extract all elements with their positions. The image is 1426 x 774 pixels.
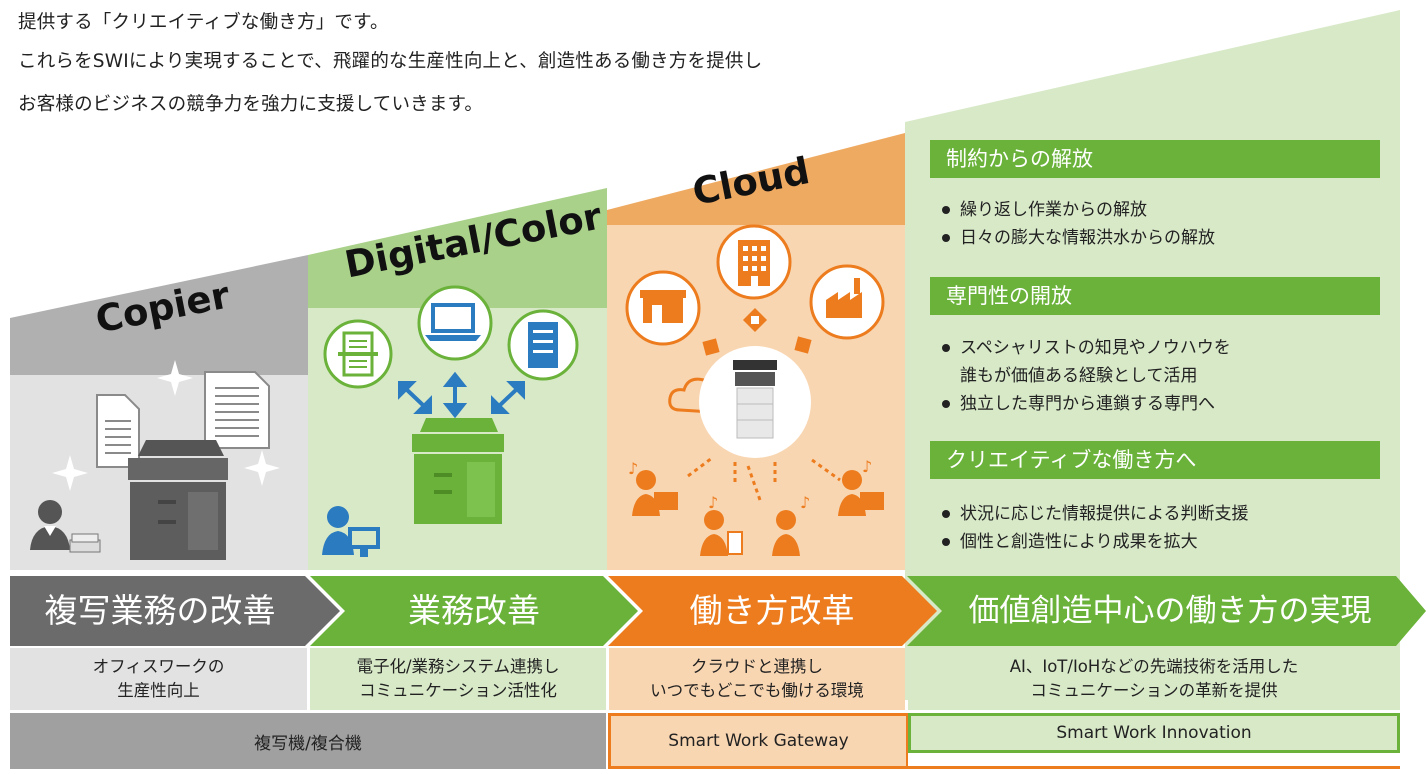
stage-arrow-1-bg xyxy=(10,576,340,646)
bullet-item: 状況に応じた情報提供による判断支援 xyxy=(940,500,1249,528)
bullet-item: 日々の膨大な情報洪水からの解放 xyxy=(940,224,1215,252)
copier-header xyxy=(10,255,308,375)
bullet-item: スペシャリストの知見やノウハウを xyxy=(940,334,1231,362)
panel-title-liberation: 制約からの解放 xyxy=(930,140,1380,178)
bullet-continuation: 誰もが価値ある経験として活用 xyxy=(960,366,1198,386)
stage-desc-3: クラウドと連携しいつでもどこでも働ける環境 xyxy=(650,657,864,700)
digital-icons xyxy=(322,285,579,557)
svg-text:♪: ♪ xyxy=(800,493,810,512)
desc-bg-2 xyxy=(310,648,606,710)
dotted-arrows-icon xyxy=(687,456,841,501)
stage-label-copy-improvement: 複写業務の改善 xyxy=(44,591,276,630)
panel-title-expertise: 専門性の開放 xyxy=(930,277,1380,315)
stage-arrow-4-bg xyxy=(907,576,1426,646)
base-gateway-bg xyxy=(611,716,906,766)
intro-line-1: 提供する「クリエイティブな働き方」です。 xyxy=(18,12,389,33)
workers-icon: ♪ ♪ ♪ ♪ xyxy=(628,457,884,556)
bullet-item: 繰り返し作業からの解放 xyxy=(940,196,1215,224)
document-icon xyxy=(96,394,140,468)
bullets-liberation: 繰り返し作業からの解放 日々の膨大な情報洪水からの解放 xyxy=(940,196,1215,252)
cloud-icons: ♪ ♪ ♪ ♪ xyxy=(625,224,885,556)
stage-desc-2: 電子化/業務システム連携しコミュニケーション活性化 xyxy=(356,657,560,700)
person-pc-icon xyxy=(322,506,380,557)
document-icon xyxy=(204,371,270,449)
sparkle-icon xyxy=(244,450,280,486)
bullet-item: 独立した専門から連鎖する専門へ xyxy=(940,390,1231,418)
stage-arrow-2-bg xyxy=(310,576,638,646)
stage-desc-4: AI、IoT/IoHなどの先端技術を活用したコミュニケーションの革新を提供 xyxy=(1009,657,1299,700)
copier-machine-icon xyxy=(128,440,228,560)
desc-bg-1 xyxy=(10,648,307,710)
base-mfp-bg xyxy=(10,713,606,769)
small-square-icon xyxy=(702,338,720,356)
stage-arrow-3-bg xyxy=(608,576,937,646)
panel-title-creative: クリエイティブな働き方へ xyxy=(930,441,1380,479)
base-orange-inner xyxy=(908,753,1400,766)
svg-text:♪: ♪ xyxy=(708,493,718,512)
stage-desc-1: オフィスワークの生産性向上 xyxy=(92,657,225,700)
mfp-icon xyxy=(733,360,777,439)
printer-green-icon xyxy=(412,418,504,524)
arrows-icon xyxy=(398,371,525,419)
base-innovation-bg xyxy=(911,716,1397,750)
bullets-expertise: スペシャリストの知見やノウハウを 誰もが価値ある経験として活用 独立した専門から… xyxy=(940,334,1231,418)
sparkle-icon xyxy=(157,360,193,396)
cloud-header xyxy=(607,133,905,225)
small-square-icon xyxy=(794,336,812,354)
base-innovation-label: Smart Work Innovation xyxy=(1056,723,1252,743)
base-gateway-label: Smart Work Gateway xyxy=(668,731,849,751)
digital-header xyxy=(308,188,607,308)
desc-bg-4 xyxy=(908,648,1400,710)
svg-text:♪: ♪ xyxy=(628,459,638,478)
innovation-ramp xyxy=(905,10,1400,700)
laptop-circle xyxy=(417,285,493,361)
stage-label-work-reform: 働き方改革 xyxy=(689,591,855,630)
intro-line-2: これらをSWIにより実現することで、飛躍的な生産性向上と、創造性ある働き方を提供… xyxy=(18,51,763,72)
stage-label-value-creation: 価値創造中心の働き方の実現 xyxy=(968,593,1372,629)
bullets-creative: 状況に応じた情報提供による判断支援 個性と創造性により成果を拡大 xyxy=(940,500,1249,556)
copier-icons xyxy=(30,360,280,560)
bullet-item: 個性と創造性により成果を拡大 xyxy=(940,528,1249,556)
base-mfp-label: 複写機/複合機 xyxy=(254,733,362,754)
intro-line-3: お客様のビジネスの競争力を強力に支援していきます。 xyxy=(18,94,484,115)
svg-text:♪: ♪ xyxy=(862,457,872,476)
stage-label-business-improvement: 業務改善 xyxy=(408,591,540,630)
person-icon xyxy=(30,500,101,553)
desc-bg-3 xyxy=(609,648,905,710)
sparkle-icon xyxy=(52,455,88,491)
